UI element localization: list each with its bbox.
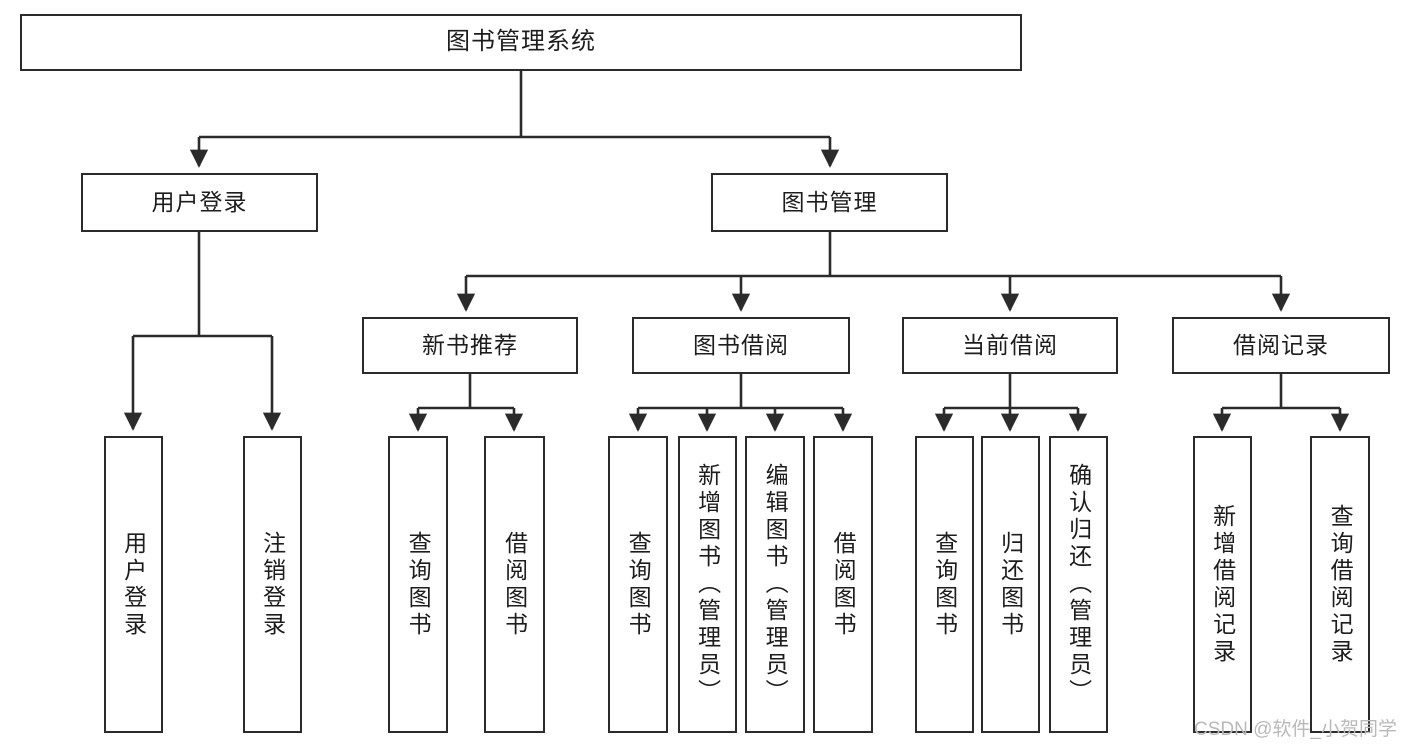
node-leaf-query-record[interactable]: 查询借阅记录 xyxy=(1310,436,1370,733)
node-leaf-borrow-book-2-label: 借阅图书 xyxy=(830,530,857,639)
node-leaf-add-record-label: 新增借阅记录 xyxy=(1209,503,1236,666)
node-leaf-query-book-2[interactable]: 查询图书 xyxy=(608,436,668,733)
node-leaf-return-book[interactable]: 归还图书 xyxy=(981,436,1040,733)
node-book-management-label: 图书管理 xyxy=(781,188,878,215)
node-leaf-query-book-1[interactable]: 查询图书 xyxy=(388,436,448,733)
node-user-login-label: 用户登录 xyxy=(151,188,248,215)
node-new-book-recommend[interactable]: 新书推荐 xyxy=(362,317,578,374)
node-leaf-borrow-book-1-label: 借阅图书 xyxy=(501,530,528,639)
node-leaf-add-record[interactable]: 新增借阅记录 xyxy=(1193,436,1252,733)
node-book-borrow[interactable]: 图书借阅 xyxy=(632,317,850,374)
node-root[interactable]: 图书管理系统 xyxy=(20,14,1022,71)
node-leaf-query-book-2-label: 查询图书 xyxy=(625,530,652,639)
node-leaf-edit-book-label: 编辑图书（管理员） xyxy=(762,463,789,706)
node-leaf-borrow-book-2[interactable]: 借阅图书 xyxy=(813,436,873,733)
node-leaf-query-book-1-label: 查询图书 xyxy=(405,530,432,639)
node-leaf-query-book-3[interactable]: 查询图书 xyxy=(915,436,974,733)
node-current-borrow-label: 当前借阅 xyxy=(962,331,1058,358)
node-borrow-record-label: 借阅记录 xyxy=(1233,331,1329,358)
node-leaf-edit-book[interactable]: 编辑图书（管理员） xyxy=(745,436,805,733)
node-leaf-borrow-book-1[interactable]: 借阅图书 xyxy=(484,436,545,733)
node-leaf-user-login-label: 用户登录 xyxy=(120,530,147,639)
node-current-borrow[interactable]: 当前借阅 xyxy=(902,317,1118,374)
node-leaf-add-book-label: 新增图书（管理员） xyxy=(694,463,721,706)
node-user-login[interactable]: 用户登录 xyxy=(81,173,318,232)
node-borrow-record[interactable]: 借阅记录 xyxy=(1172,317,1390,374)
node-leaf-add-book[interactable]: 新增图书（管理员） xyxy=(678,436,737,733)
node-leaf-return-book-label: 归还图书 xyxy=(997,530,1024,639)
node-leaf-query-record-label: 查询借阅记录 xyxy=(1327,503,1354,666)
node-root-label: 图书管理系统 xyxy=(446,28,596,56)
node-leaf-query-book-3-label: 查询图书 xyxy=(931,530,958,639)
node-new-book-recommend-label: 新书推荐 xyxy=(422,331,518,358)
node-leaf-user-login[interactable]: 用户登录 xyxy=(104,436,163,733)
node-book-borrow-label: 图书借阅 xyxy=(693,331,789,358)
node-leaf-confirm-return-label: 确认归还（管理员） xyxy=(1065,463,1092,706)
node-leaf-confirm-return[interactable]: 确认归还（管理员） xyxy=(1049,436,1108,733)
node-leaf-logout[interactable]: 注销登录 xyxy=(243,436,302,733)
node-book-management[interactable]: 图书管理 xyxy=(711,173,948,232)
node-leaf-logout-label: 注销登录 xyxy=(259,530,286,639)
